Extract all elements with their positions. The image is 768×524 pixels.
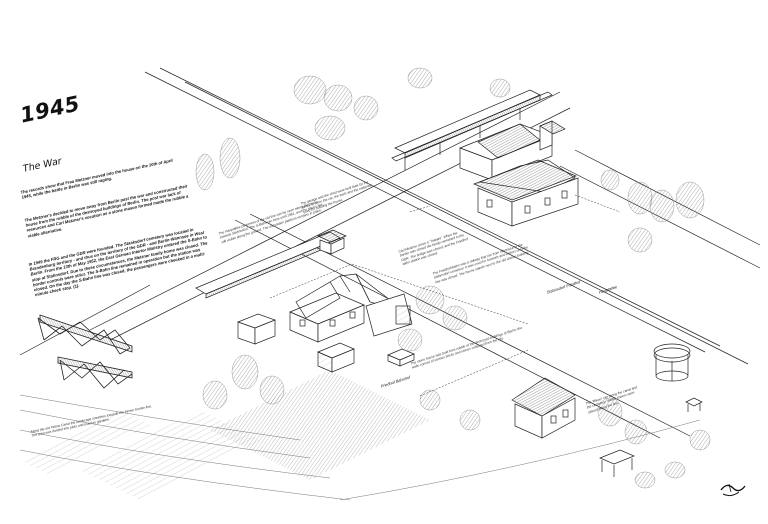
bridge-truss xyxy=(37,314,133,389)
signature-logo-icon xyxy=(720,483,746,497)
lower-house xyxy=(511,377,576,439)
garage xyxy=(237,313,276,345)
metzner-house xyxy=(289,273,415,373)
gazebo xyxy=(653,343,691,382)
trees xyxy=(195,67,711,489)
fences xyxy=(269,194,621,397)
station-house-group xyxy=(459,120,579,227)
bench xyxy=(599,397,703,477)
station-platform xyxy=(391,89,553,170)
small-hut xyxy=(317,229,347,255)
terrain-lines xyxy=(19,394,701,501)
